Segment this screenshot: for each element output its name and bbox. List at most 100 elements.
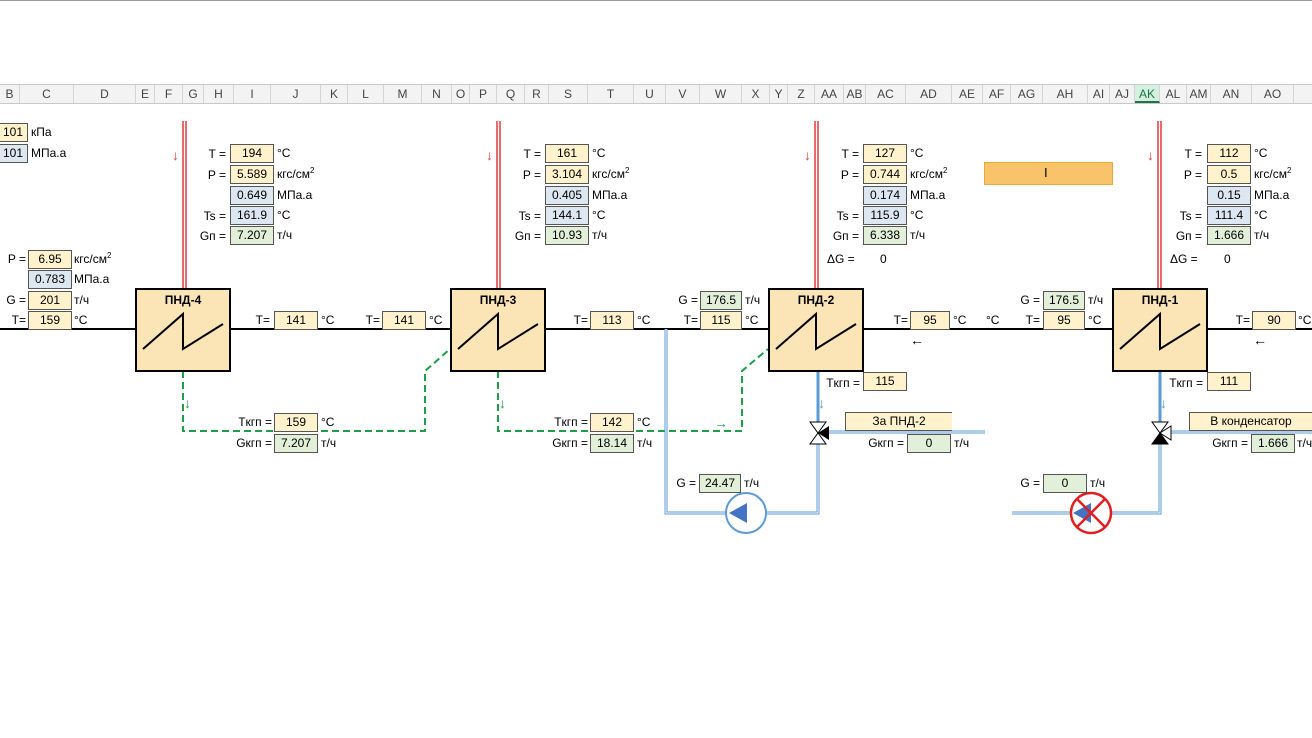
pnd1-T-out[interactable]: 90	[1252, 311, 1296, 330]
pnd2-label-P: P =	[840, 168, 859, 182]
input-mpa-value[interactable]: 101	[0, 144, 28, 163]
column-header-k[interactable]: K	[321, 85, 348, 103]
column-header-al[interactable]: AL	[1160, 85, 1187, 103]
column-header-s[interactable]: S	[549, 85, 588, 103]
column-header-ak[interactable]: AK	[1135, 85, 1160, 103]
column-header-d[interactable]: D	[74, 85, 136, 103]
left-P-value[interactable]: 6.95	[28, 250, 72, 269]
column-header-x[interactable]: X	[742, 85, 770, 103]
pnd4-T-out[interactable]: 141	[274, 311, 318, 330]
pnd1-steam-P-abs[interactable]: 0.15	[1207, 186, 1251, 205]
pnd3-T-in[interactable]: 141	[382, 311, 426, 330]
pnd1-drain-destination[interactable]: В конденсатор	[1189, 412, 1312, 431]
pnd2-steam-T[interactable]: 127	[863, 144, 907, 163]
pnd2-steam-P[interactable]: 0.744	[863, 165, 907, 184]
pnd4-unit-P-abs: МПа.а	[277, 188, 313, 202]
column-header-am[interactable]: AM	[1187, 85, 1211, 103]
pnd4-steam-T[interactable]: 194	[230, 144, 274, 163]
column-header-h[interactable]: H	[204, 85, 234, 103]
column-header-z[interactable]: Z	[788, 85, 815, 103]
column-header-y[interactable]: Y	[770, 85, 788, 103]
column-header-j[interactable]: J	[271, 85, 321, 103]
column-header-c[interactable]: C	[20, 85, 74, 103]
column-header-ae[interactable]: AE	[952, 85, 983, 103]
column-header-aj[interactable]: AJ	[1110, 85, 1135, 103]
pnd1-Gkgp[interactable]: 1.666	[1251, 434, 1295, 453]
column-header-i[interactable]: I	[234, 85, 271, 103]
pnd3-label-P: P =	[522, 168, 541, 182]
pnd1-steam-Gp[interactable]: 1.666	[1207, 226, 1251, 245]
pnd2-steam-Gp[interactable]: 6.338	[863, 226, 907, 245]
pnd3-steam-Gp[interactable]: 10.93	[545, 226, 589, 245]
column-header-r[interactable]: R	[525, 85, 549, 103]
label-left-P: P =	[7, 252, 26, 266]
pnd2-Tkgp[interactable]: 115	[863, 372, 907, 391]
column-header-aa[interactable]: AA	[815, 85, 844, 103]
pnd4-unit-Ts: °C	[277, 208, 291, 222]
column-header-u[interactable]: U	[634, 85, 666, 103]
pnd2-T-in[interactable]: 115	[700, 311, 742, 330]
pnd3-drain-Tkgp[interactable]: 142	[590, 413, 634, 432]
pnd2-G-in[interactable]: 176.5	[700, 291, 742, 310]
left-T-value[interactable]: 159	[28, 311, 72, 330]
column-header-p[interactable]: P	[470, 85, 497, 103]
pnd4-label-Ts: Ts =	[203, 209, 226, 223]
pnd3-drain-Gkgp[interactable]: 18.14	[590, 434, 634, 453]
column-header-ac[interactable]: AC	[866, 85, 906, 103]
selected-cell[interactable]	[984, 162, 1113, 185]
pnd4-steam-Gp[interactable]: 7.207	[230, 226, 274, 245]
left-P-abs-value[interactable]: 0.783	[28, 270, 72, 289]
pnd4-steam-P[interactable]: 5.589	[230, 165, 274, 184]
pnd3-label-Tkgp: Tкгп =	[554, 415, 588, 429]
column-header-f[interactable]: F	[155, 85, 183, 103]
pnd4-steam-P-abs[interactable]: 0.649	[230, 186, 274, 205]
pnd4-drain-Tkgp[interactable]: 159	[274, 413, 318, 432]
column-header-ai[interactable]: AI	[1088, 85, 1110, 103]
pnd2-T-out[interactable]: 95	[910, 311, 950, 330]
pump2-G-value[interactable]: 24.47	[699, 474, 741, 493]
pump1-G-value[interactable]: 0	[1043, 474, 1087, 493]
pnd3-steam-P[interactable]: 3.104	[545, 165, 589, 184]
column-header-ab[interactable]: AB	[844, 85, 866, 103]
pnd2-steam-Ts[interactable]: 115.9	[863, 206, 907, 225]
column-header-af[interactable]: AF	[983, 85, 1011, 103]
column-header-ao[interactable]: AO	[1252, 85, 1294, 103]
pnd1-steam-Ts[interactable]: 111.4	[1207, 206, 1251, 225]
column-header-t[interactable]: T	[588, 85, 634, 103]
column-header-m[interactable]: M	[384, 85, 422, 103]
input-kpa-value[interactable]: 101	[0, 123, 28, 142]
pnd2-unit-Tin: °C	[745, 313, 759, 327]
pnd3-steam-T[interactable]: 161	[545, 144, 589, 163]
column-header-w[interactable]: W	[700, 85, 742, 103]
pnd1-steam-P[interactable]: 0.5	[1207, 165, 1251, 184]
column-header-g[interactable]: G	[183, 85, 204, 103]
column-header-ad[interactable]: AD	[906, 85, 952, 103]
pnd1-G-in[interactable]: 176.5	[1043, 291, 1085, 310]
pnd3-steam-P-abs[interactable]: 0.405	[545, 186, 589, 205]
column-header-n[interactable]: N	[422, 85, 452, 103]
column-header-an[interactable]: AN	[1211, 85, 1252, 103]
pnd2-Gkgp[interactable]: 0	[907, 434, 951, 453]
column-header-v[interactable]: V	[666, 85, 700, 103]
left-G-value[interactable]: 201	[28, 291, 72, 310]
pnd4-unit-Gkgp: т/ч	[321, 436, 337, 450]
column-header-e[interactable]: E	[136, 85, 155, 103]
column-header-o[interactable]: O	[452, 85, 470, 103]
column-header-ag[interactable]: AG	[1011, 85, 1043, 103]
column-header-b[interactable]: B	[0, 85, 20, 103]
pnd4-steam-Ts[interactable]: 161.9	[230, 206, 274, 225]
pnd3-label-Tin: T=	[365, 313, 380, 327]
pnd2-steam-P-abs[interactable]: 0.174	[863, 186, 907, 205]
column-header-ah[interactable]: AH	[1043, 85, 1088, 103]
column-header-q[interactable]: Q	[497, 85, 525, 103]
pnd3-T-out[interactable]: 113	[590, 311, 634, 330]
column-header-l[interactable]: L	[348, 85, 384, 103]
pnd2-label-Tin: T=	[683, 313, 698, 327]
pnd4-drain-Gkgp[interactable]: 7.207	[274, 434, 318, 453]
pnd2-drain-destination[interactable]: За ПНД-2	[845, 412, 952, 431]
pnd1-T-in[interactable]: 95	[1043, 311, 1085, 330]
steam-arrow-pnd3-icon: ↓	[486, 147, 493, 163]
pnd1-Tkgp[interactable]: 111	[1207, 372, 1251, 391]
pnd3-steam-Ts[interactable]: 144.1	[545, 206, 589, 225]
pnd1-steam-T[interactable]: 112	[1207, 144, 1251, 163]
